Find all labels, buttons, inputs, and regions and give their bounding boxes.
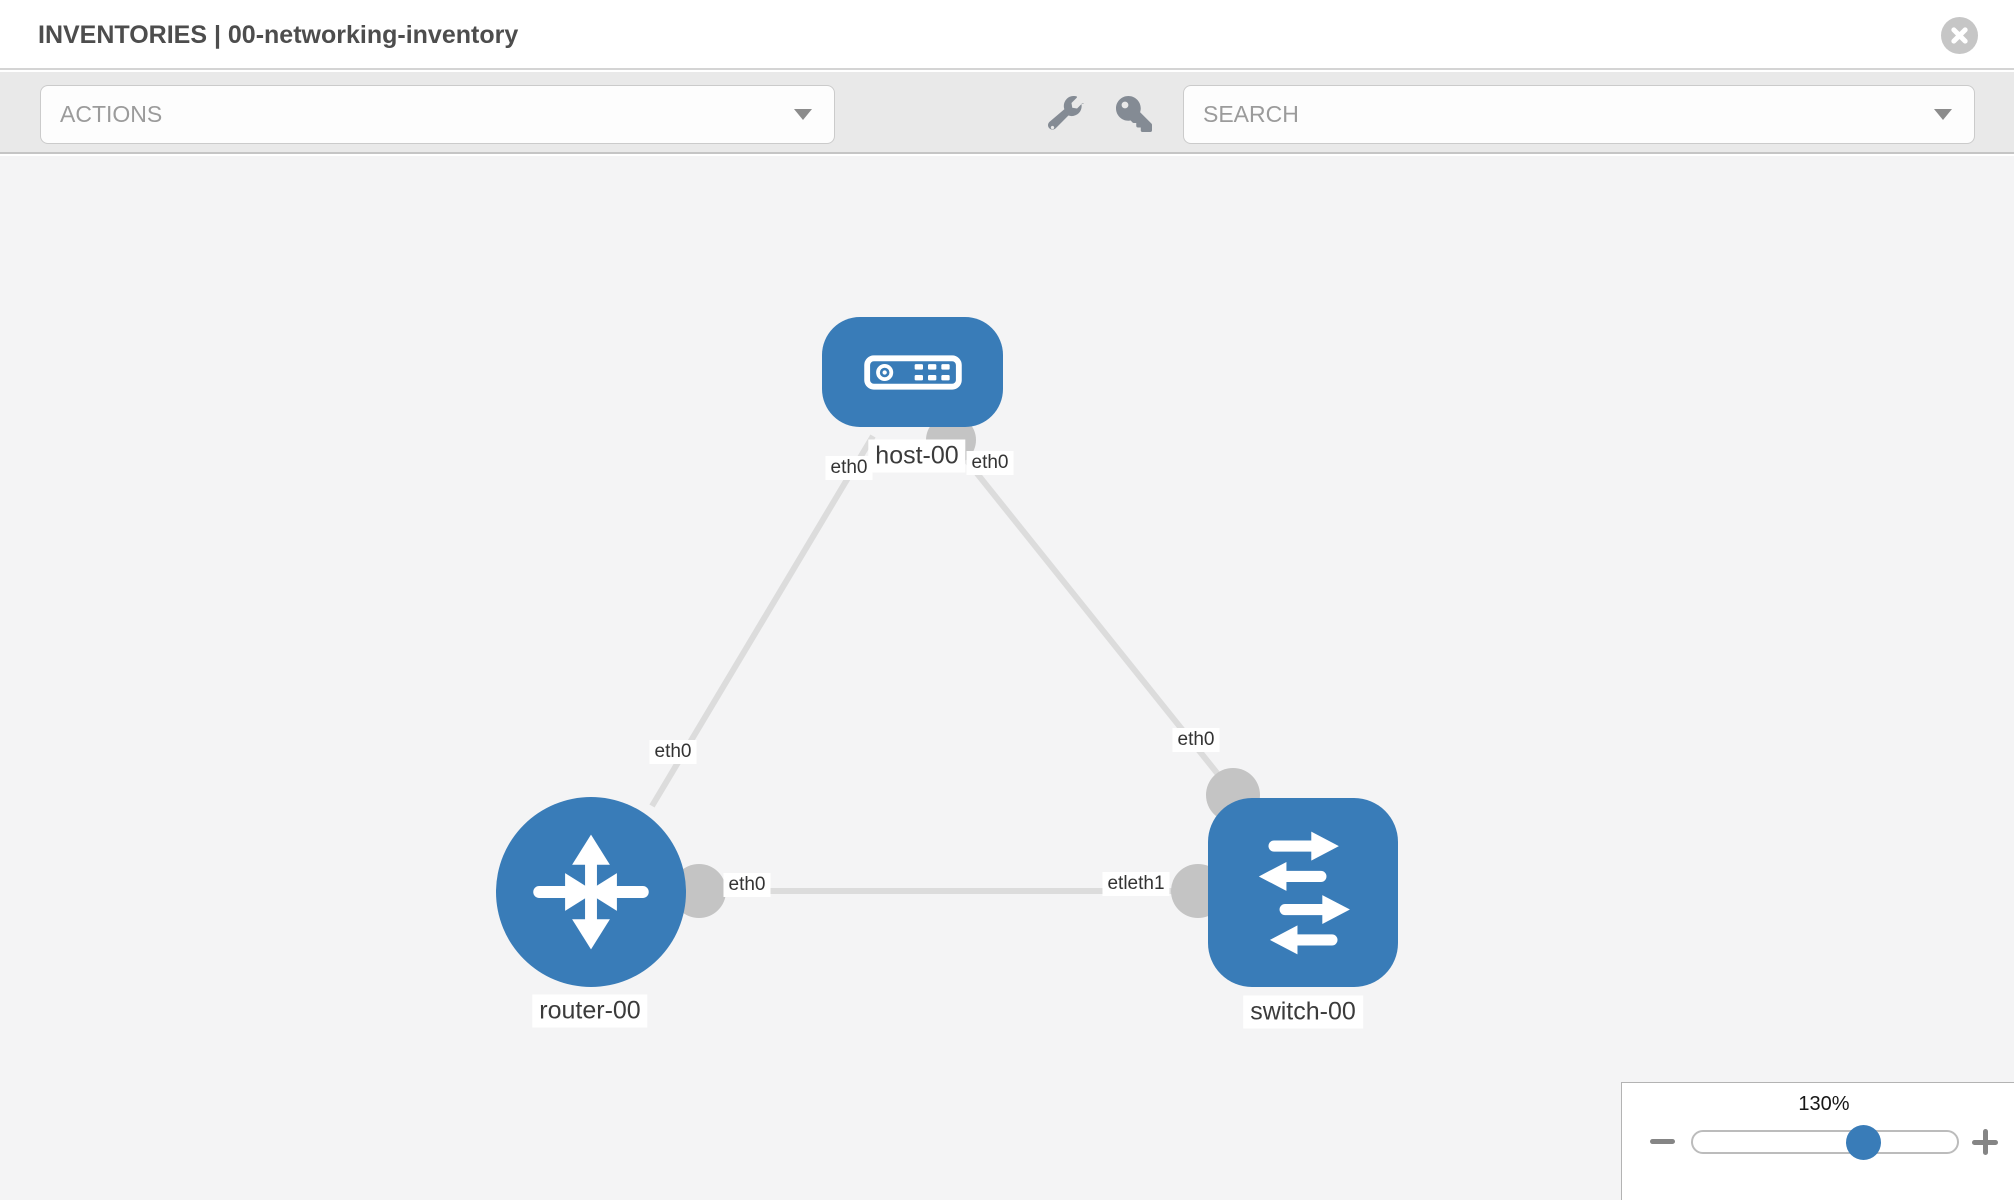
port-circle-router xyxy=(672,864,726,918)
close-button[interactable] xyxy=(1941,17,1978,54)
host-server-icon xyxy=(863,354,962,390)
switch-arrows-icon xyxy=(1258,831,1350,954)
interface-label: eth0 xyxy=(966,451,1014,475)
actions-dropdown[interactable]: ACTIONS xyxy=(40,85,835,144)
configure-button[interactable] xyxy=(1044,87,1088,141)
search-dropdown[interactable]: SEARCH xyxy=(1183,85,1975,144)
wrench-icon xyxy=(1048,96,1084,130)
zoom-slider-handle[interactable] xyxy=(1846,1125,1881,1160)
interface-label: eth0 xyxy=(1172,728,1220,752)
search-dropdown-label: SEARCH xyxy=(1203,101,1299,127)
zoom-level: 130% xyxy=(1798,1093,1850,1115)
node-switch-00[interactable] xyxy=(1208,798,1398,987)
node-label-host: host-00 xyxy=(868,439,966,473)
actions-dropdown-label: ACTIONS xyxy=(60,101,163,127)
links-layer xyxy=(649,415,1260,918)
interface-label: eth0 xyxy=(723,873,771,897)
interface-label: eth0 xyxy=(649,740,697,764)
node-router-00[interactable] xyxy=(496,797,686,987)
zoom-in-button[interactable] xyxy=(1972,1129,1998,1155)
toolbar: ACTIONS SEARCH xyxy=(0,72,2014,154)
zoom-panel: 130% xyxy=(1621,1082,2014,1200)
node-label-switch: switch-00 xyxy=(1243,995,1363,1029)
topology-canvas[interactable]: host-00 router-00 switch-00 eth0 eth0 et… xyxy=(0,156,2014,1200)
caret-down-icon xyxy=(794,109,812,120)
interface-label: etleth1 xyxy=(1102,872,1170,896)
credentials-button[interactable] xyxy=(1112,87,1156,141)
zoom-out-button[interactable] xyxy=(1650,1139,1675,1144)
header: INVENTORIES | 00-networking-inventory xyxy=(0,0,2014,70)
node-host-00[interactable] xyxy=(822,317,1003,427)
page-title: INVENTORIES | 00-networking-inventory xyxy=(38,21,519,49)
caret-down-icon xyxy=(1934,109,1952,120)
zoom-slider-track[interactable] xyxy=(1691,1130,1959,1154)
plus-icon xyxy=(1982,1129,1988,1155)
interface-label: eth0 xyxy=(825,456,873,480)
key-icon xyxy=(1116,96,1152,132)
router-arrows-icon xyxy=(533,834,649,950)
node-label-router: router-00 xyxy=(532,994,648,1028)
